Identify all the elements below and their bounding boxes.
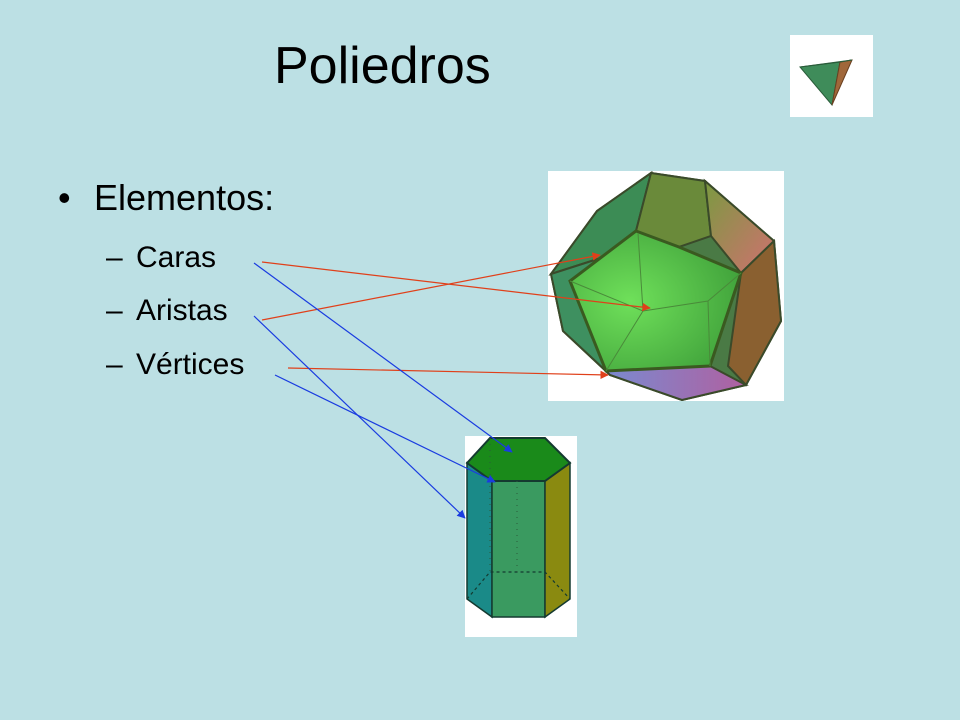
arrow-aristas-to-prism-edge [253, 315, 466, 519]
bullet-label: Elementos: [94, 177, 275, 218]
bullet-elementos: • Elementos: [58, 180, 274, 216]
sub-item-label: Aristas [136, 294, 228, 327]
dodecahedron-image [548, 171, 784, 401]
sub-item-caras: –Caras [106, 243, 216, 273]
dash-marker: – [106, 294, 123, 327]
sub-item-label: Caras [136, 241, 217, 274]
bullet-marker: • [58, 177, 71, 218]
arrow-caras-to-prism-face [253, 262, 513, 453]
sub-item-aristas: –Aristas [106, 296, 228, 326]
hexagonal-prism-image [465, 436, 577, 637]
tetrahedron-icon [790, 35, 873, 117]
dash-marker: – [106, 348, 123, 381]
slide-title: Poliedros [274, 37, 491, 95]
sub-item-label: Vértices [136, 348, 245, 381]
arrow-vertices-to-prism-vertex [274, 374, 496, 483]
sub-item-vertices: –Vértices [106, 350, 244, 380]
dash-marker: – [106, 241, 123, 274]
